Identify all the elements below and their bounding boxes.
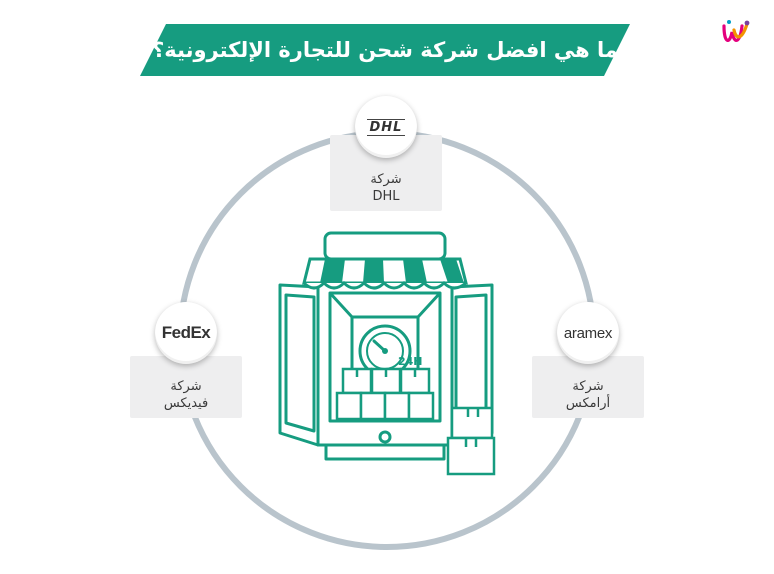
page-title: ما هي افضل شركة شحن للتجارة الإلكترونية؟	[152, 38, 618, 62]
dhl-label-line2: DHL	[372, 189, 400, 204]
dhl-logo: DHL	[366, 118, 406, 136]
clock-text: 24H	[398, 355, 423, 368]
card-fedex: شركة فيديكس	[130, 356, 242, 418]
fedex-logo: FedEx	[161, 323, 211, 342]
aramex-label-line2: أرامكس	[565, 396, 611, 411]
aramex-logo-bubble: aramex	[557, 302, 619, 364]
box-icon	[446, 406, 496, 476]
box-stack	[335, 367, 435, 421]
title-banner: ما هي افضل شركة شحن للتجارة الإلكترونية؟	[140, 24, 630, 76]
fedex-logo-bubble: FedEx	[155, 302, 217, 364]
fedex-label-line1: شركة	[170, 379, 202, 394]
fedex-label: شركة فيديكس	[164, 378, 208, 418]
aramex-logo: aramex	[563, 324, 613, 342]
brand-logo-icon	[722, 20, 750, 42]
dhl-label-line1: شركة	[370, 172, 402, 187]
fedex-label-line2: فيديكس	[163, 396, 209, 411]
store-truck-icon: 24H	[278, 231, 496, 476]
banner-shape	[140, 24, 630, 76]
aramex-label-line1: شركة	[572, 379, 604, 394]
card-aramex: شركة أرامكس	[532, 356, 644, 418]
aramex-label: شركة أرامكس	[566, 378, 610, 418]
dhl-logo-bubble: DHL	[355, 96, 417, 158]
awning	[302, 257, 468, 290]
dhl-label: شركة DHL	[370, 171, 401, 211]
